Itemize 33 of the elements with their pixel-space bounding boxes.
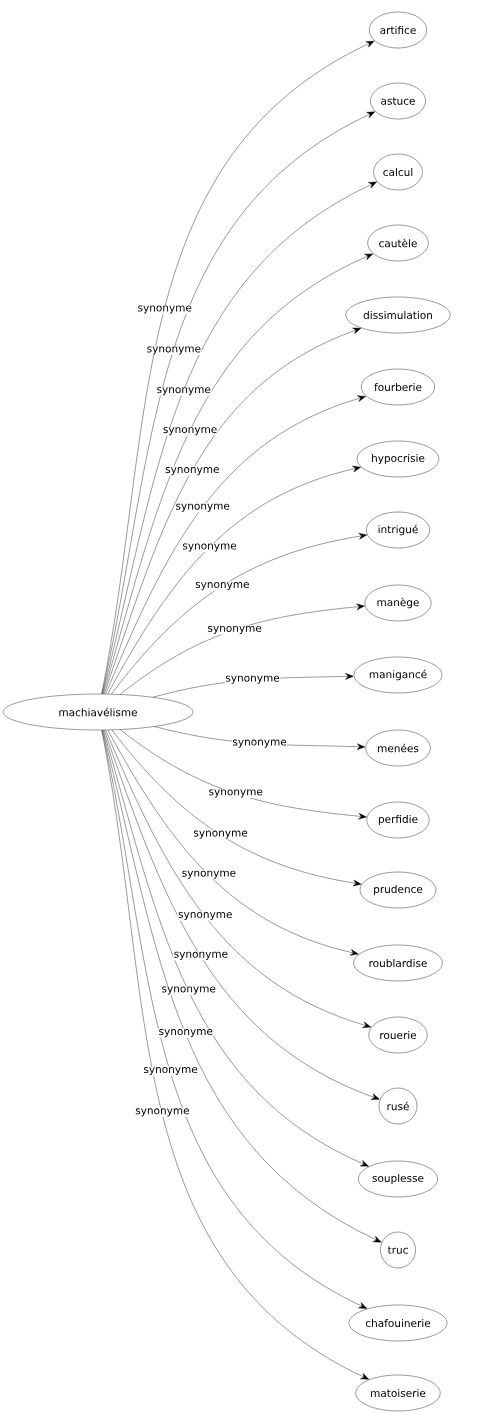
arrow — [103, 253, 373, 695]
edge-label: synonyme — [134, 1107, 191, 1117]
edge-label: synonyme — [137, 305, 193, 315]
edge-label: synonyme — [192, 830, 249, 840]
arrow — [104, 729, 380, 1100]
arrow — [107, 465, 361, 695]
arrow — [111, 729, 362, 887]
arrow — [120, 603, 365, 695]
edge-label: synonyme — [231, 739, 288, 749]
edge-label: synonyme — [161, 985, 217, 996]
arrow — [107, 729, 359, 956]
edge-label: synonyme — [224, 675, 281, 685]
edge-label: synonyme — [164, 466, 220, 476]
edge-label: synonyme — [177, 911, 233, 921]
arrow — [120, 729, 367, 820]
edge-label: synonyme — [194, 581, 250, 591]
edge-label: synonyme — [142, 1066, 199, 1076]
edge-label: synonyme — [175, 503, 231, 513]
edge-label: synonyme — [207, 625, 263, 635]
edge-label: synonyme — [158, 1028, 214, 1038]
edge-label: synonyme — [173, 951, 229, 961]
edge-label: synonyme — [181, 870, 237, 880]
arrow — [104, 327, 362, 695]
edge-label: synonyme — [181, 543, 238, 553]
edge-label: synonyme — [156, 386, 212, 396]
arrow — [103, 729, 369, 1167]
edge-label: synonyme — [162, 426, 218, 436]
arrow — [105, 729, 372, 1028]
edge-label: synonyme — [208, 788, 264, 798]
edge-label: synonyme — [146, 345, 202, 356]
arrow — [102, 730, 382, 1243]
arrow — [105, 395, 366, 695]
arrow — [111, 533, 367, 695]
